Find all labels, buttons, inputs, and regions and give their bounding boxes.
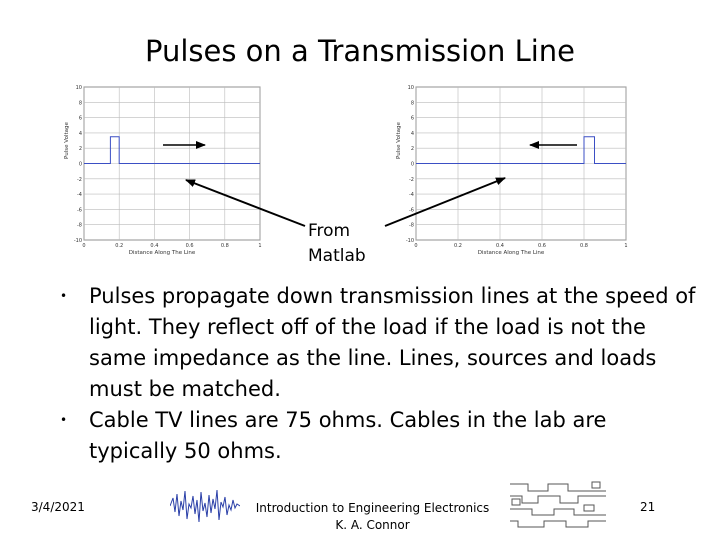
bullet-icon: • [60,289,68,303]
bullet-text: Cable TV lines are 75 ohms. Cables in th… [89,408,607,463]
y-axis-label: Pulse Voltage [396,122,402,159]
y-tick-label: 4 [79,131,82,137]
pulse-series-line [84,136,260,164]
bullet-icon: • [60,413,68,427]
x-tick-label: 0 [82,243,85,249]
pulse-series-line [416,136,626,164]
x-tick-label: 1 [258,243,261,249]
bullet-list: • Pulses propagate down transmission line… [60,281,700,467]
arrows-overlay [163,141,577,227]
footer-course: Introduction to Engineering Electronics [255,501,490,515]
y-tick-label: 6 [411,116,414,122]
x-tick-label: 1 [624,243,627,249]
x-tick-label: 0.2 [115,243,123,249]
y-tick-label: -6 [77,207,82,213]
plot-right-chart: 0 0.2 0.4 0.6 0.8 1 10 8 6 4 2 0 -2 -4 -6 -8 -10Distance… [396,85,628,256]
x-tick-label: 0 [414,243,417,249]
y-tick-label: -10 [74,238,82,244]
x-tick-label: 0.2 [454,243,462,249]
matlab-annotation: From Matlab [308,219,366,269]
pointer-to-left-plot-icon [185,179,306,227]
x-tick-label: 0.6 [186,243,194,249]
waveform-logo-icon [170,489,240,523]
footer-center: Introduction to Engineering Electronics … [250,500,495,534]
y-tick-label: -4 [77,192,82,198]
y-tick-label: 10 [76,85,82,91]
x-tick-label: 0.6 [538,243,546,249]
y-tick-label: 6 [79,116,82,122]
y-tick-label: 2 [411,146,414,152]
x-tick-label: 0.8 [221,243,229,249]
page-number: 21 [640,500,656,514]
y-tick-label: -2 [77,177,82,183]
logic-diagram-logo-icon [510,481,606,528]
plot-left-chart: 0 0.2 0.4 0.6 0.8 1 10 8 6 4 2 0 -2 -4 -6 -8 -10Distance… [64,85,262,256]
y-tick-label: 10 [408,85,414,91]
y-tick-label: 8 [411,100,414,106]
y-tick-label: -8 [77,223,82,229]
y-tick-label: -2 [409,177,414,183]
bullet-text: Pulses propagate down transmission lines… [89,284,696,401]
x-axis-label: Distance Along The Line [129,250,196,256]
y-tick-label: 0 [411,162,414,168]
y-tick-label: 0 [79,162,82,168]
y-tick-label: -4 [409,192,414,198]
y-tick-label: -8 [409,223,414,229]
y-tick-label: -10 [406,238,414,244]
y-tick-label: 8 [79,100,82,106]
y-tick-label: -6 [409,207,414,213]
slide-title: Pulses on a Transmission Line [144,34,575,68]
footer-date: 3/4/2021 [31,500,85,514]
x-tick-label: 0.4 [150,243,158,249]
y-axis-label: Pulse Voltage [64,122,70,159]
x-axis-label: Distance Along The Line [478,250,545,256]
pointer-to-right-plot-icon [384,177,506,227]
bullet-item: • Pulses propagate down transmission line… [60,281,700,405]
y-tick-label: 4 [411,131,414,137]
y-tick-label: 2 [79,146,82,152]
x-tick-label: 0.8 [580,243,588,249]
annotation-line-1: From [308,221,351,241]
footer-author: K. A. Connor [335,518,410,532]
x-tick-label: 0.4 [496,243,504,249]
annotation-line-2: Matlab [308,246,366,266]
bullet-item: • Cable TV lines are 75 ohms. Cables in t… [60,405,700,467]
